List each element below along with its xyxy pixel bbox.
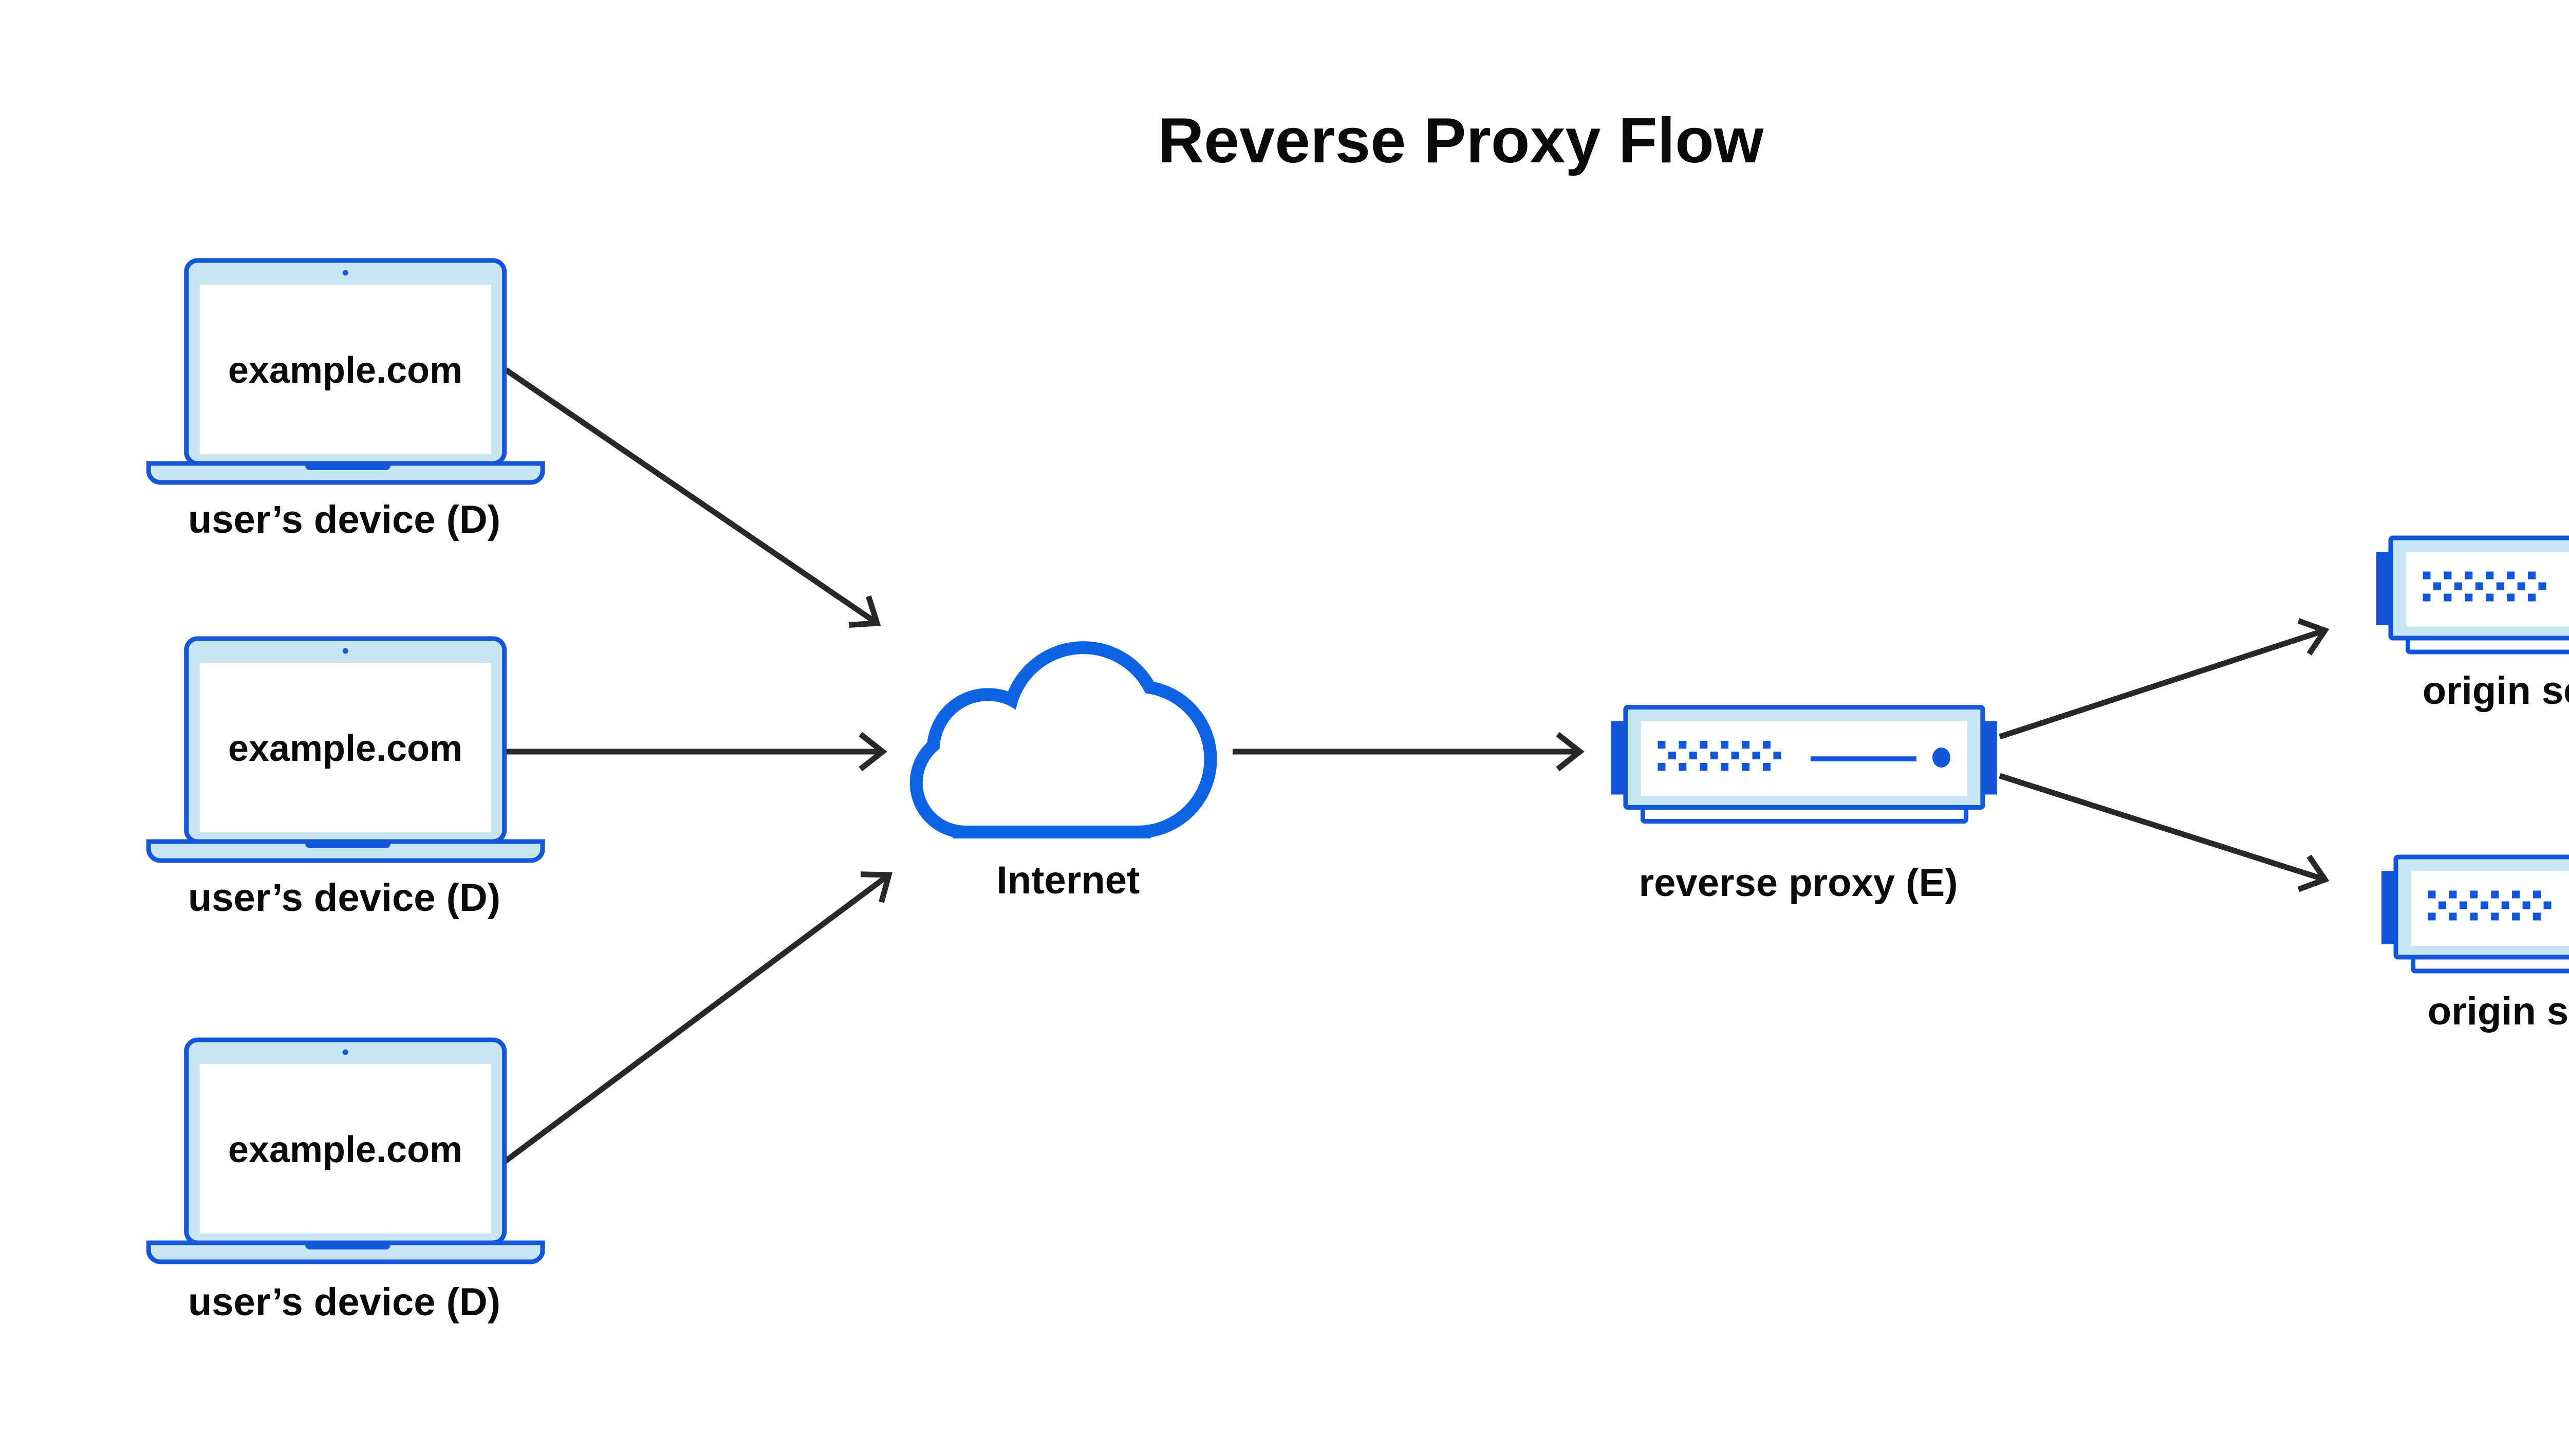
device-3: example.com user’s device (D) bbox=[148, 1040, 543, 1324]
reverse-proxy-node: reverse proxy (E) bbox=[1611, 707, 1997, 905]
arrow-device3-to-internet bbox=[502, 871, 893, 1165]
reverse-proxy-icon bbox=[1611, 707, 1997, 822]
device-screen-text-1: example.com bbox=[228, 350, 462, 391]
origin-server-node-1: origin server (F) bbox=[2376, 538, 2569, 713]
cloud-icon bbox=[909, 641, 1217, 839]
device-label-2: user’s device (D) bbox=[188, 876, 500, 920]
origin-server-icon-2 bbox=[2381, 857, 2569, 971]
origin-server-node-2: origin server (F) bbox=[2381, 857, 2569, 1033]
arrow-device1-to-internet bbox=[504, 367, 881, 628]
page-title: Reverse Proxy Flow bbox=[1158, 105, 1764, 176]
arrow-proxy-to-origin2 bbox=[1999, 773, 2330, 892]
device-screen-text-3: example.com bbox=[228, 1129, 462, 1170]
arrow-proxy-to-origin1 bbox=[1999, 618, 2330, 740]
internet-node: Internet bbox=[909, 641, 1217, 902]
internet-label: Internet bbox=[997, 858, 1140, 902]
arrow-device2-to-internet bbox=[499, 732, 887, 772]
flow-arrows bbox=[499, 367, 2330, 1165]
origin-server-label-1: origin server (F) bbox=[2423, 669, 2569, 713]
device-2: example.com user’s device (D) bbox=[148, 639, 543, 920]
device-screen-text-2: example.com bbox=[228, 728, 462, 769]
device-label-1: user’s device (D) bbox=[188, 498, 500, 542]
origin-server-label-2: origin server (F) bbox=[2428, 990, 2569, 1033]
device-label-3: user’s device (D) bbox=[188, 1280, 500, 1324]
reverse-proxy-label: reverse proxy (E) bbox=[1639, 861, 1958, 905]
device-1: example.com user’s device (D) bbox=[148, 260, 543, 542]
arrow-internet-to-proxy bbox=[1233, 732, 1585, 772]
origin-server-icon-1 bbox=[2376, 538, 2569, 652]
